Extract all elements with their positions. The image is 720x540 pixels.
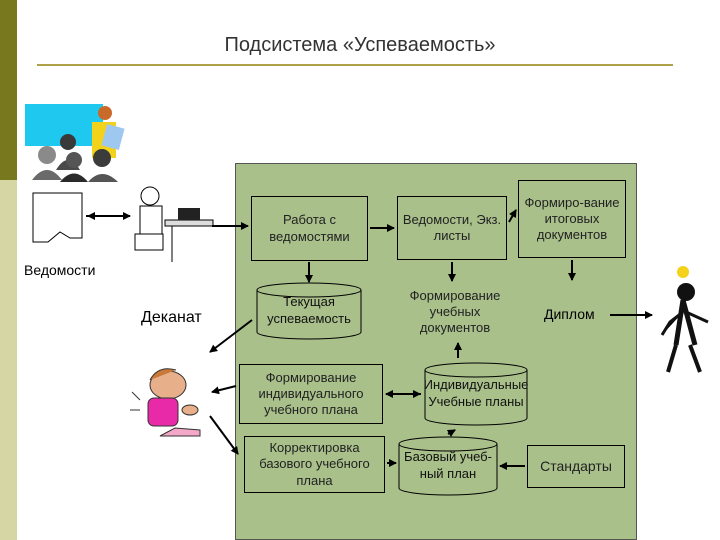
graduate-figure-illustration bbox=[660, 266, 709, 373]
box-formirovanie-itogovyh: Формиро-вание итоговых документов bbox=[518, 180, 626, 258]
cylinder-tekuschaya-label: Текущая успеваемость bbox=[267, 294, 351, 326]
label-vedomosti: Ведомости bbox=[24, 262, 96, 278]
label-diplom: Диплом bbox=[544, 306, 595, 322]
box-formirovanie-itog-label: Формиро-вание итоговых документов bbox=[524, 194, 620, 243]
box-rabota-label: Работа с ведомостями bbox=[269, 212, 350, 244]
box-standarty: Стандарты bbox=[527, 445, 625, 488]
cylinder-bazovy-label: Базовый учеб-ный план bbox=[404, 449, 492, 481]
sidebar-decoration bbox=[0, 0, 17, 540]
box-formirovanie-individ: Формирование индивидуального учебного пл… bbox=[239, 364, 383, 424]
sidebar-bottom-block bbox=[0, 180, 17, 540]
box-korrektirovka-label: Корректировка базового учебного плана bbox=[259, 440, 370, 488]
document-illustration bbox=[32, 192, 83, 243]
arrow-vedomosti-to-formirovanie bbox=[508, 209, 517, 223]
arrow-dean-to-korrektirovka bbox=[209, 415, 239, 455]
cylinder-individ: Индивидуальные Учебные планы bbox=[424, 362, 528, 426]
box-korrektirovka: Корректировка базового учебного плана bbox=[244, 436, 385, 493]
box-formirovanie-ucheb-label: Формирование учебных документов bbox=[409, 287, 501, 336]
cylinder-shape bbox=[398, 436, 498, 496]
students-group-illustration bbox=[25, 104, 125, 182]
cylinder-shape bbox=[256, 282, 362, 340]
box-rabota-s-vedomostyami: Работа с ведомостями bbox=[251, 196, 368, 261]
sidebar-top-block bbox=[0, 0, 17, 180]
cylinder-bazovy: Базовый учеб-ный план bbox=[398, 436, 498, 496]
arrow-ind-to-dean bbox=[211, 385, 237, 395]
arrow-tekuschaya-to-dean bbox=[209, 319, 253, 353]
box-vedomosti-ekz-listy: Ведомости, Экз. листы bbox=[397, 196, 507, 260]
cylinder-individ-label: Индивидуальные Учебные планы bbox=[423, 377, 529, 409]
title-underline bbox=[37, 64, 673, 66]
arrow-bazovy-to-individ bbox=[446, 429, 456, 437]
dean-illustration bbox=[130, 368, 201, 437]
box-formirovanie-ind-label: Формирование индивидуального учебного пл… bbox=[258, 369, 364, 418]
box-vedomosti-ekz-label: Ведомости, Экз. листы bbox=[402, 211, 502, 243]
cylinder-shape bbox=[424, 362, 528, 426]
box-standarty-label: Стандарты bbox=[540, 457, 612, 474]
label-dekanat: Деканат bbox=[141, 309, 202, 326]
worker-at-computer-illustration bbox=[134, 186, 214, 262]
page-title: Подсистема «Успеваемость» bbox=[224, 34, 496, 56]
box-formirovanie-uchebnyh-docs: Формирование учебных документов bbox=[393, 283, 517, 341]
cylinder-tekuschaya: Текущая успеваемость bbox=[256, 282, 362, 340]
